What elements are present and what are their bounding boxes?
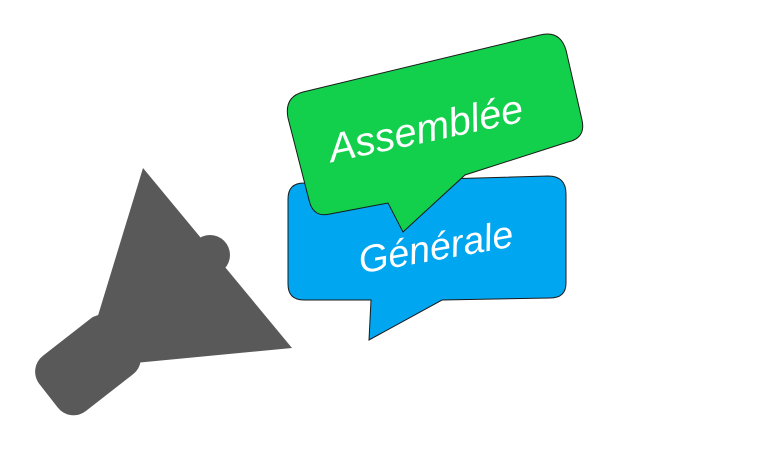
blue-speech-bubble: Générale [287,175,567,341]
green-speech-bubble: Assemblée [286,33,584,233]
megaphone-icon [35,168,292,416]
